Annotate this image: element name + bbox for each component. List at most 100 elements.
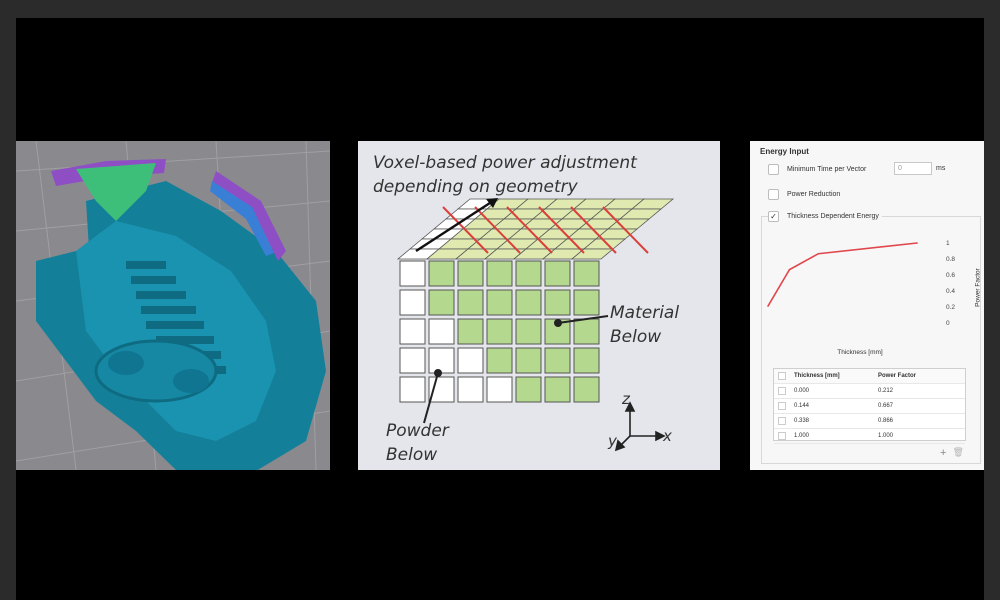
- voxel-material: [515, 376, 542, 403]
- min-time-checkbox[interactable]: [768, 163, 779, 175]
- scan-arrow-head: [486, 198, 498, 208]
- voxel-material: [457, 260, 484, 287]
- voxel-material: [486, 347, 513, 374]
- chart-point: [817, 252, 820, 255]
- part-render-image: [16, 141, 330, 470]
- voxel-powder: [428, 347, 455, 374]
- voxel-material: [573, 289, 600, 316]
- voxel-material: [457, 289, 484, 316]
- powder-below-label: Powder Below: [386, 419, 449, 467]
- thickness-label: Thickness Dependent Energy: [787, 213, 879, 220]
- min-time-row: Minimum Time per Vector: [768, 162, 866, 176]
- voxel-powder: [457, 347, 484, 374]
- table-cell-power-factor[interactable]: 0.212: [878, 388, 894, 394]
- scan-vector: [474, 206, 521, 254]
- chart-point: [767, 305, 769, 307]
- diagram-title-line1: Voxel-based power adjustment: [373, 153, 637, 173]
- voxel-material: [544, 289, 571, 316]
- voxel-material: [486, 289, 513, 316]
- voxel-material: [544, 376, 571, 403]
- chart-y-tick-label: 0.4: [946, 288, 955, 295]
- table-cell-thickness[interactable]: 0.000: [794, 388, 810, 394]
- voxel-powder: [399, 347, 426, 374]
- row-checkbox[interactable]: [778, 417, 786, 425]
- energy-input-title: Energy Input: [760, 147, 809, 156]
- voxel-powder: [399, 260, 426, 287]
- chart-point: [916, 242, 918, 244]
- voxel-material: [486, 260, 513, 287]
- voxel-material: [486, 318, 513, 345]
- row-checkbox[interactable]: [778, 432, 786, 440]
- energy-input-panel: Energy Input Minimum Time per Vector 0 m…: [750, 141, 984, 470]
- scan-vector: [538, 206, 585, 254]
- table-row[interactable]: 0.144 0.667: [774, 399, 965, 414]
- table-header-thickness: Thickness [mm]: [794, 373, 840, 379]
- chart-line: [767, 242, 918, 307]
- chart-x-axis-label: Thickness [mm]: [837, 349, 883, 356]
- powder-label-line1: Powder: [386, 421, 449, 441]
- table-cell-power-factor[interactable]: 0.667: [878, 403, 894, 409]
- thickness-group-header: ✓ Thickness Dependent Energy: [768, 211, 882, 222]
- table-header-power-factor: Power Factor: [878, 373, 917, 379]
- power-reduction-row: Power Reduction: [768, 187, 840, 201]
- scan-vector: [442, 206, 489, 254]
- voxel-material: [428, 260, 455, 287]
- table-cell-thickness[interactable]: 0.338: [794, 418, 810, 424]
- power-reduction-label: Power Reduction: [787, 190, 841, 198]
- voxel-powder: [399, 318, 426, 345]
- row-checkbox[interactable]: [778, 387, 786, 395]
- voxel-material: [573, 347, 600, 374]
- select-all-checkbox[interactable]: [778, 372, 786, 380]
- power-reduction-checkbox[interactable]: [768, 188, 779, 200]
- scan-vectors: [415, 198, 649, 254]
- table-row[interactable]: 1.000 1.000: [774, 429, 965, 444]
- thickness-table: Thickness [mm] Power Factor 0.000 0.212 …: [773, 368, 966, 444]
- checkmark-icon: ✓: [770, 212, 777, 221]
- table-row[interactable]: 0.338 0.866: [774, 414, 965, 429]
- chart-y-tick-label: 0.2: [946, 304, 955, 311]
- voxel-powder: [457, 376, 484, 403]
- chart-y-tick-label: 0.8: [946, 256, 955, 263]
- table-row[interactable]: 0.000 0.212: [774, 384, 965, 399]
- axis-z-label: z: [622, 390, 630, 408]
- voxel-powder: [428, 318, 455, 345]
- voxel-powder: [486, 376, 513, 403]
- voxel-grid-illustration: [396, 198, 675, 452]
- row-checkbox[interactable]: [778, 402, 786, 410]
- powder-label-line2: Below: [386, 445, 438, 465]
- voxel-material: [544, 347, 571, 374]
- voxel-grid: [396, 198, 675, 403]
- table-actions: + 🗑: [940, 447, 964, 459]
- table-cell-power-factor[interactable]: 1.000: [878, 433, 894, 439]
- part-render-panel: [16, 141, 330, 470]
- voxel-diagram-panel: Voxel-based power adjustment depending o…: [358, 141, 720, 470]
- material-label-line2: Below: [610, 327, 662, 347]
- table-header: Thickness [mm] Power Factor: [774, 369, 965, 384]
- table-cell-power-factor[interactable]: 0.866: [878, 418, 894, 424]
- min-time-input[interactable]: 0: [894, 162, 932, 175]
- powder-leader-line: [423, 372, 439, 424]
- voxel-material: [457, 318, 484, 345]
- scan-vector: [602, 206, 649, 254]
- material-leader-line: [557, 315, 609, 324]
- voxel-material: [515, 289, 542, 316]
- table-cell-thickness[interactable]: 0.144: [794, 403, 810, 409]
- table-cell-thickness[interactable]: 1.000: [794, 433, 810, 439]
- thickness-checkbox[interactable]: ✓: [768, 211, 779, 222]
- voxel-material: [544, 260, 571, 287]
- diagram-title-line2: depending on geometry: [373, 177, 578, 197]
- scan-direction-arrow: [415, 199, 494, 253]
- voxel-material: [515, 318, 542, 345]
- voxel-material: [428, 289, 455, 316]
- min-time-label: Minimum Time per Vector: [787, 165, 867, 173]
- chart-point: [788, 268, 791, 271]
- chart-series-power-factor: [767, 242, 918, 307]
- voxel-material: [573, 318, 600, 345]
- scan-vector: [506, 206, 553, 254]
- voxel-powder: [399, 289, 426, 316]
- add-row-icon[interactable]: +: [940, 447, 947, 459]
- axis-x-label: x: [663, 427, 672, 445]
- material-label-line1: Material: [610, 303, 680, 323]
- delete-row-icon[interactable]: 🗑: [952, 447, 964, 457]
- material-below-label: Material Below: [610, 301, 679, 349]
